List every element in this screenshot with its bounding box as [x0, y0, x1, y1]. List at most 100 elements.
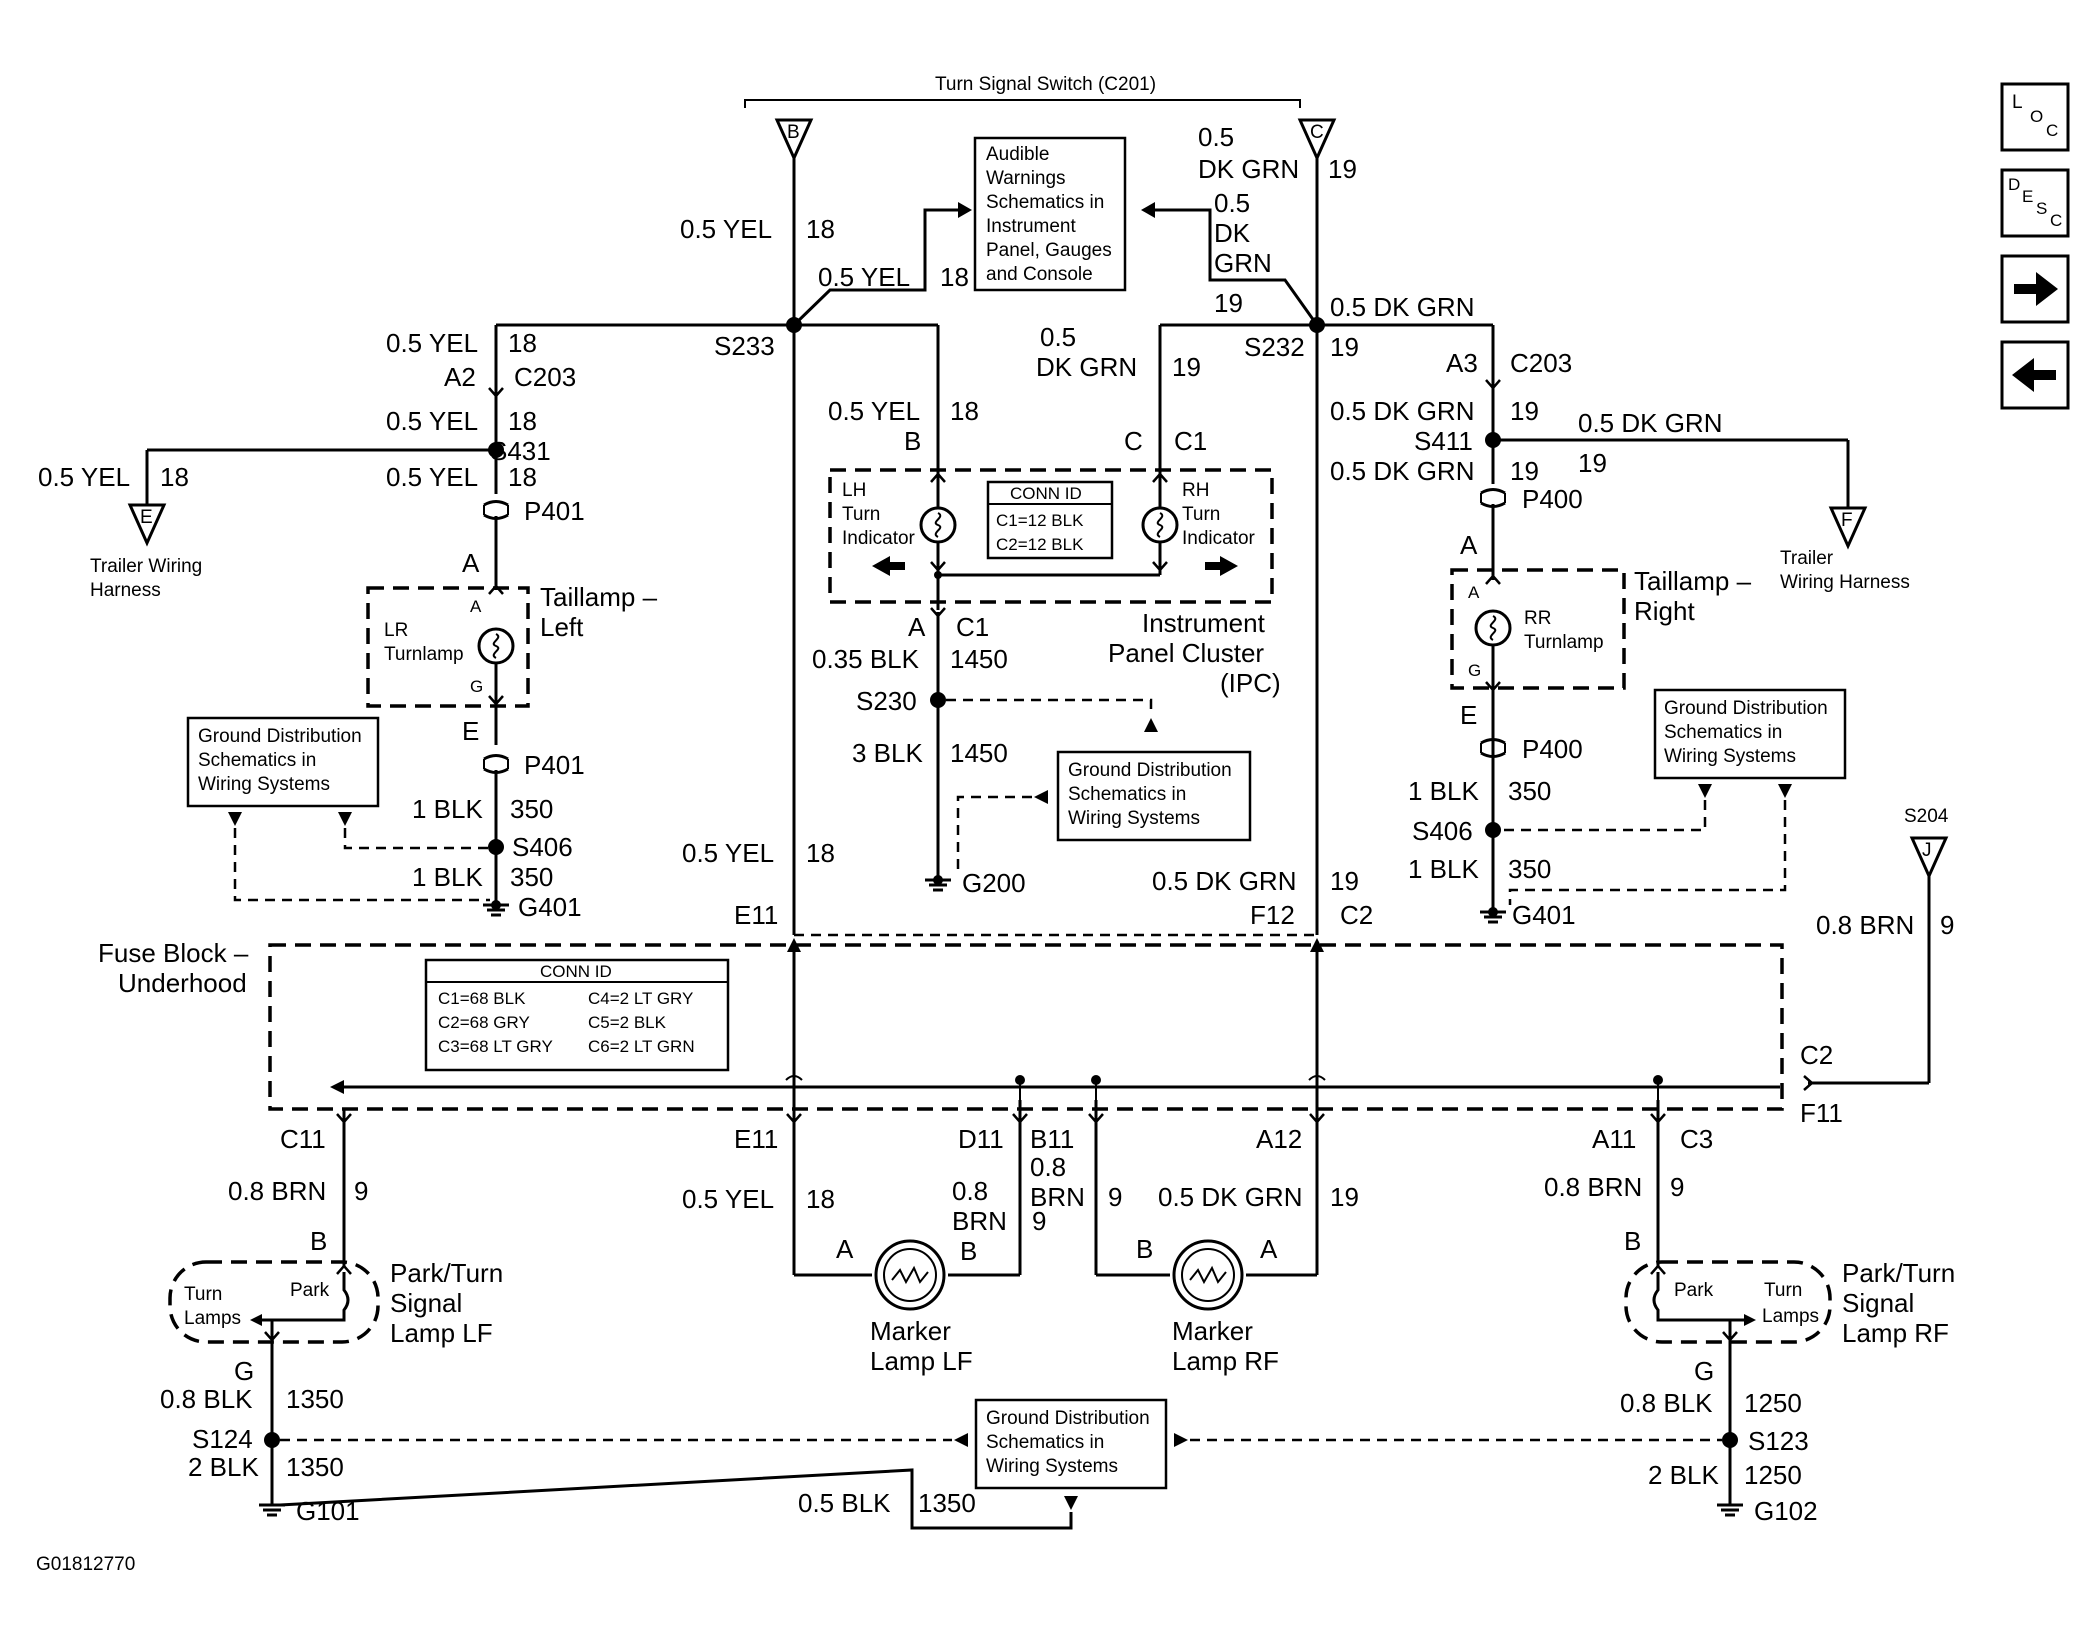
svg-text:Lamp LF: Lamp LF — [390, 1318, 493, 1348]
svg-text:0.5 YEL: 0.5 YEL — [828, 396, 920, 426]
svg-text:C1=12 BLK: C1=12 BLK — [996, 511, 1084, 530]
ground-distribution-ref-right: Ground Distribution Schematics in Wiring… — [1500, 688, 1847, 905]
svg-text:E: E — [462, 716, 479, 746]
svg-text:DK GRN: DK GRN — [1198, 154, 1299, 184]
svg-text:Schematics in: Schematics in — [986, 192, 1104, 213]
instrument-panel-cluster: LH Turn Indicator RH Turn Indicator CONN… — [828, 468, 1274, 610]
svg-text:0.5 DK GRN: 0.5 DK GRN — [1330, 456, 1475, 486]
svg-text:18: 18 — [508, 406, 537, 436]
svg-text:and Console: and Console — [986, 264, 1093, 285]
svg-text:2 BLK: 2 BLK — [188, 1452, 259, 1482]
arrow-left-icon — [2012, 358, 2056, 392]
ground-distribution-ref-center: Ground Distribution Schematics in Wiring… — [946, 698, 1252, 870]
svg-text:P400: P400 — [1522, 734, 1583, 764]
svg-text:C6=2 LT GRN: C6=2 LT GRN — [588, 1037, 695, 1056]
svg-text:D11: D11 — [958, 1124, 1004, 1154]
svg-text:18: 18 — [940, 262, 969, 292]
svg-text:A: A — [1460, 530, 1478, 560]
svg-text:9: 9 — [1940, 910, 1954, 940]
svg-text:350: 350 — [1508, 776, 1551, 806]
svg-text:CONN ID: CONN ID — [1010, 484, 1082, 503]
taillamp-left: A A G LR Turnlamp Taillamp – Left — [366, 548, 658, 708]
svg-text:O: O — [2030, 107, 2043, 126]
audible-warnings-ref: Audible Warnings Schematics in Instrumen… — [973, 136, 1127, 292]
svg-text:18: 18 — [160, 462, 189, 492]
svg-text:350: 350 — [510, 862, 553, 892]
svg-text:GRN: GRN — [1214, 248, 1272, 278]
svg-text:S406: S406 — [1412, 816, 1473, 846]
svg-text:0.5 YEL: 0.5 YEL — [682, 838, 774, 868]
taillamp-right: A A G RR Turnlamp Taillamp – Right — [1450, 530, 1752, 690]
svg-text:D: D — [2008, 175, 2020, 194]
svg-text:0.5 DK GRN: 0.5 DK GRN — [1158, 1182, 1303, 1212]
svg-text:S233: S233 — [714, 331, 775, 361]
svg-text:BRN: BRN — [1030, 1182, 1085, 1212]
svg-text:Schematics in: Schematics in — [198, 750, 316, 771]
yellow-circuit-18 — [145, 158, 972, 935]
svg-text:Audible: Audible — [986, 144, 1049, 165]
back-button[interactable] — [2000, 340, 2070, 410]
svg-text:C203: C203 — [1510, 348, 1572, 378]
svg-text:1 BLK: 1 BLK — [412, 862, 483, 892]
svg-text:0.8 BRN: 0.8 BRN — [1816, 910, 1914, 940]
svg-text:A12: A12 — [1256, 1124, 1302, 1154]
svg-text:18: 18 — [950, 396, 979, 426]
svg-text:C5=2 BLK: C5=2 BLK — [588, 1013, 667, 1032]
svg-text:Lamps: Lamps — [1762, 1306, 1819, 1327]
svg-text:E11: E11 — [734, 900, 778, 930]
ipc-conn-id: CONN ID C1=12 BLK C2=12 BLK — [986, 480, 1114, 560]
svg-text:Panel, Gauges: Panel, Gauges — [986, 240, 1112, 261]
svg-text:C1=68 BLK: C1=68 BLK — [438, 989, 526, 1008]
svg-text:A11: A11 — [1592, 1124, 1636, 1154]
svg-text:0.5 DK GRN: 0.5 DK GRN — [1152, 866, 1297, 896]
ground-distribution-ref-left: Ground Distribution Schematics in Wiring… — [186, 716, 496, 902]
svg-text:Lamps: Lamps — [184, 1308, 241, 1329]
svg-text:A: A — [1260, 1234, 1278, 1264]
svg-text:0.5: 0.5 — [1198, 122, 1234, 152]
svg-text:Wiring Harness: Wiring Harness — [1780, 572, 1910, 593]
trailer-connector-f: F — [1828, 506, 1868, 550]
svg-text:G200: G200 — [962, 868, 1026, 898]
svg-text:Left: Left — [540, 612, 584, 642]
svg-text:Instrument: Instrument — [1142, 608, 1266, 638]
svg-text:A: A — [470, 597, 482, 616]
svg-text:P401: P401 — [524, 750, 585, 780]
svg-text:9: 9 — [1108, 1182, 1122, 1212]
svg-text:0.5 YEL: 0.5 YEL — [680, 214, 772, 244]
svg-text:Marker: Marker — [1172, 1316, 1253, 1346]
location-button[interactable]: L O C — [2000, 82, 2070, 152]
splice-s204-terminal-j: J — [1909, 836, 1949, 880]
svg-text:18: 18 — [508, 462, 537, 492]
svg-text:Wiring Systems: Wiring Systems — [1664, 746, 1796, 767]
svg-text:C3=68 LT GRY: C3=68 LT GRY — [438, 1037, 553, 1056]
svg-text:19: 19 — [1172, 352, 1201, 382]
svg-text:1450: 1450 — [950, 738, 1008, 768]
svg-text:Marker: Marker — [870, 1316, 951, 1346]
svg-text:A2: A2 — [444, 362, 476, 392]
svg-text:E: E — [1460, 700, 1477, 730]
svg-text:G: G — [234, 1356, 254, 1386]
svg-text:G401: G401 — [518, 892, 582, 922]
green-circuit-19 — [1141, 158, 1850, 935]
svg-text:0.35 BLK: 0.35 BLK — [812, 644, 920, 674]
svg-text:Trailer: Trailer — [1780, 548, 1834, 569]
svg-text:0.8 BLK: 0.8 BLK — [1620, 1388, 1713, 1418]
svg-text:Ground Distribution: Ground Distribution — [198, 726, 362, 747]
svg-text:18: 18 — [508, 328, 537, 358]
svg-text:C2: C2 — [1800, 1040, 1833, 1070]
svg-text:Wiring Systems: Wiring Systems — [986, 1456, 1118, 1477]
svg-text:A: A — [908, 612, 926, 642]
svg-text:E: E — [140, 507, 153, 528]
svg-text:19: 19 — [1578, 448, 1607, 478]
svg-text:A: A — [462, 548, 480, 578]
svg-text:2 BLK: 2 BLK — [1648, 1460, 1719, 1490]
description-button[interactable]: D E S C — [2000, 168, 2070, 238]
svg-text:Park/Turn: Park/Turn — [1842, 1258, 1955, 1288]
svg-text:Lamp LF: Lamp LF — [870, 1346, 973, 1376]
forward-button[interactable] — [2000, 254, 2070, 324]
marker-lamp-rf: B A Marker Lamp RF — [1087, 1100, 1326, 1376]
right-turn-arrow-icon — [1205, 556, 1238, 576]
svg-text:Wiring Systems: Wiring Systems — [198, 774, 330, 795]
fuse-block-underhood: CONN ID C1=68 BLK C2=68 GRY C3=68 LT GRY… — [268, 938, 1784, 1111]
